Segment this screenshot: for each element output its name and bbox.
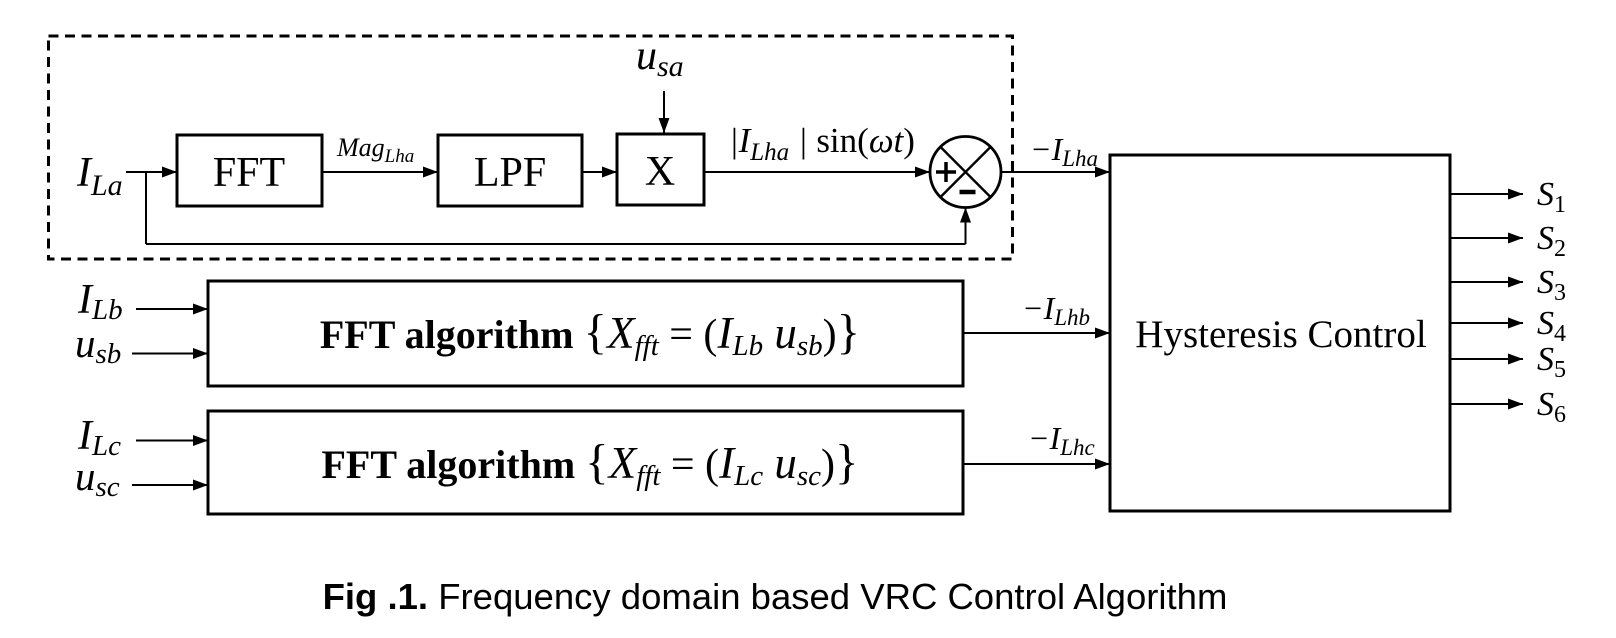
svg-text:LPF: LPF [474, 150, 546, 196]
svg-text:S2: S2 [1537, 220, 1566, 262]
svg-text:Hysteresis Control: Hysteresis Control [1135, 313, 1427, 356]
svg-text:FFT: FFT [213, 150, 285, 196]
svg-text:Fig .1. Frequency domain based: Fig .1. Frequency domain based VRC Contr… [323, 576, 1228, 617]
svg-text:S4: S4 [1537, 305, 1566, 347]
svg-text:FFT algorithm {Xfft = (ILb usb: FFT algorithm {Xfft = (ILb usb)} [320, 304, 860, 362]
svg-text:FFT algorithm {Xfft = (ILc usc: FFT algorithm {Xfft = (ILc usc)} [321, 434, 858, 492]
svg-text:X: X [645, 149, 675, 195]
